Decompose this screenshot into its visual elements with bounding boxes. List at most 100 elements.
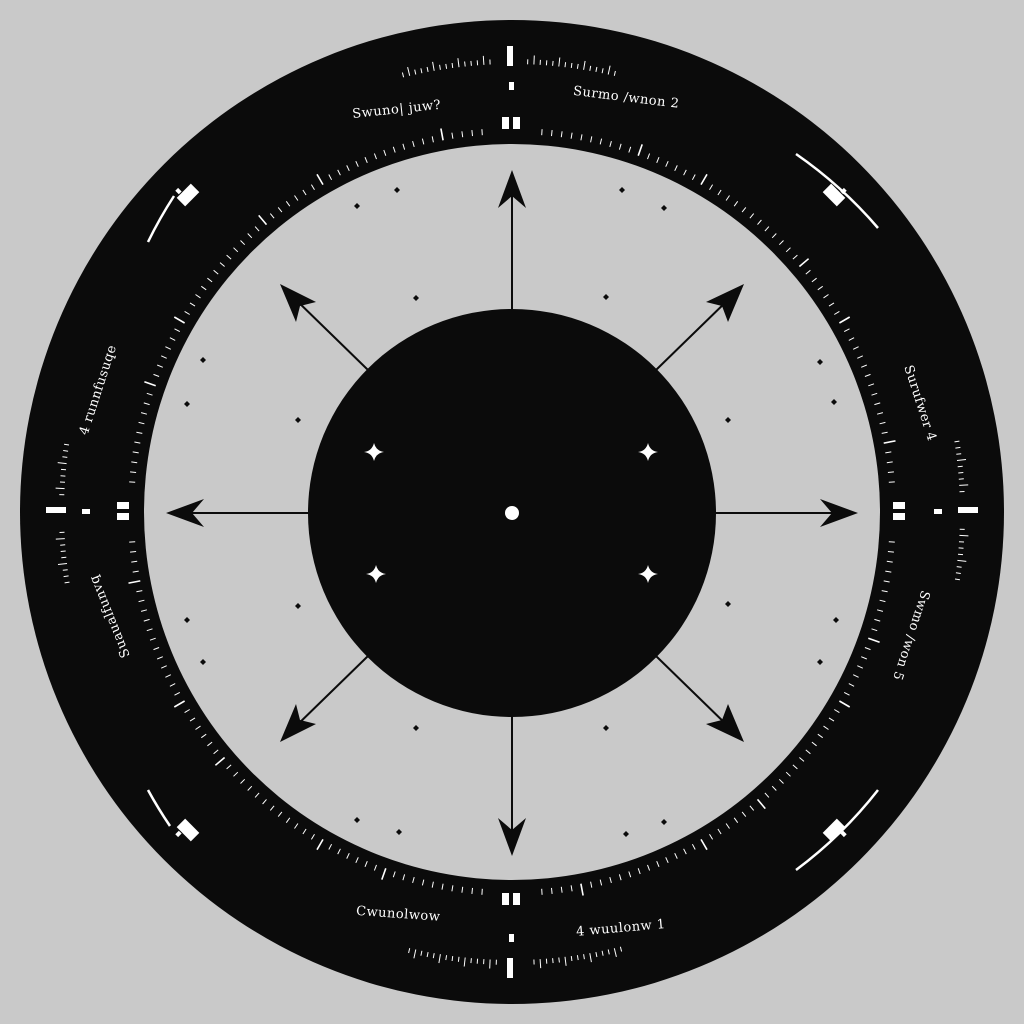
- scale-tick: [959, 484, 969, 486]
- scale-tick: [558, 957, 560, 963]
- scale-tick: [552, 958, 554, 964]
- scale-tick: [328, 843, 333, 850]
- scale-tick: [471, 130, 473, 137]
- scale-tick: [570, 62, 573, 68]
- scale-tick: [709, 184, 714, 190]
- ring-marker-left-double-a: [117, 502, 129, 509]
- scale-tick: [55, 487, 65, 490]
- scale-tick: [402, 874, 406, 881]
- scale-tick: [240, 778, 246, 784]
- scale-tick: [868, 637, 880, 643]
- scale-tick: [381, 868, 387, 880]
- scale-tick: [857, 665, 864, 669]
- scale-tick: [886, 560, 893, 563]
- scale-tick: [165, 674, 172, 678]
- ring-marker-left-double-b: [117, 513, 129, 520]
- scale-tick: [160, 355, 167, 359]
- scale-tick: [817, 733, 823, 739]
- scale-tick: [959, 534, 969, 537]
- scale-tick: [607, 949, 610, 955]
- ring-marker-top-dot: [509, 82, 514, 90]
- scale-tick: [817, 285, 823, 291]
- field-speck: [817, 659, 823, 665]
- scale-tick: [725, 195, 730, 201]
- scale-tick: [470, 958, 472, 964]
- scale-tick: [647, 153, 651, 160]
- ring-marker-left-bar: [46, 507, 66, 513]
- arrow-northwest-icon: [280, 284, 369, 371]
- arrow-west-icon: [166, 499, 308, 527]
- scale-tick: [861, 656, 867, 660]
- scale-tick: [463, 957, 466, 967]
- scale-tick: [609, 140, 612, 148]
- field-speck: [184, 401, 190, 407]
- sparkle-icon: [366, 565, 386, 583]
- scale-tick: [401, 72, 405, 78]
- scale-tick: [269, 213, 275, 219]
- scale-tick: [637, 144, 643, 156]
- scale-tick: [213, 269, 219, 275]
- scale-tick: [219, 262, 225, 267]
- sparkle-icon: [364, 443, 384, 461]
- sparkle-icon: [638, 565, 658, 583]
- scale-tick: [426, 66, 429, 72]
- scale-tick: [149, 637, 156, 641]
- scale-tick: [316, 173, 324, 186]
- scale-tick: [421, 138, 425, 145]
- scale-tick: [364, 157, 368, 163]
- scale-tick: [143, 402, 150, 406]
- scale-tick: [683, 848, 687, 855]
- ring-marker-right-double-b: [893, 513, 905, 520]
- scale-tick: [294, 823, 299, 829]
- scale-tick: [277, 207, 283, 213]
- scale-tick: [595, 951, 598, 958]
- scale-tick: [628, 146, 632, 153]
- scale-tick: [169, 683, 176, 687]
- scale-tick: [464, 61, 466, 67]
- scale-tick: [254, 792, 260, 798]
- scale-tick: [733, 201, 739, 207]
- scale-tick: [195, 294, 201, 299]
- ring-marker-right-dot: [934, 509, 942, 514]
- scale-tick: [144, 381, 156, 387]
- scale-tick: [757, 219, 762, 225]
- scale-tick: [269, 805, 275, 811]
- scale-tick: [619, 946, 623, 952]
- scale-tick: [609, 876, 612, 884]
- scale-tick: [247, 785, 253, 791]
- scale-tick: [691, 174, 696, 181]
- scale-tick: [431, 136, 434, 143]
- scale-tick: [599, 138, 603, 145]
- scale-tick: [413, 949, 417, 959]
- scale-tick: [451, 885, 454, 892]
- scale-tick: [887, 551, 894, 553]
- scale-tick: [461, 131, 464, 138]
- scale-tick: [451, 956, 454, 962]
- scale-tick: [420, 68, 423, 74]
- ring-marker-right-bar: [958, 507, 978, 513]
- scale-tick: [132, 451, 139, 454]
- scale-tick: [580, 134, 583, 141]
- ring-marker-sw: [175, 818, 200, 842]
- scale-tick: [874, 618, 881, 622]
- scale-tick: [876, 609, 884, 612]
- scale-tick: [583, 60, 586, 70]
- scale-tick: [868, 383, 875, 387]
- center-dot-icon: [505, 506, 519, 520]
- scale-tick: [709, 834, 714, 840]
- scale-tick: [131, 461, 138, 464]
- scale-tick: [883, 440, 896, 444]
- scale-tick: [656, 861, 660, 867]
- ring-marker-nw: [175, 183, 200, 207]
- scale-tick: [749, 805, 755, 811]
- scale-tick: [337, 848, 341, 855]
- field-speck: [394, 187, 400, 193]
- scale-tick: [778, 778, 784, 784]
- scale-tick: [956, 453, 962, 455]
- scale-tick: [138, 421, 145, 425]
- scale-tick: [383, 149, 387, 156]
- scale-tick: [539, 959, 542, 969]
- scale-tick: [741, 811, 747, 817]
- scale-tick: [445, 63, 448, 69]
